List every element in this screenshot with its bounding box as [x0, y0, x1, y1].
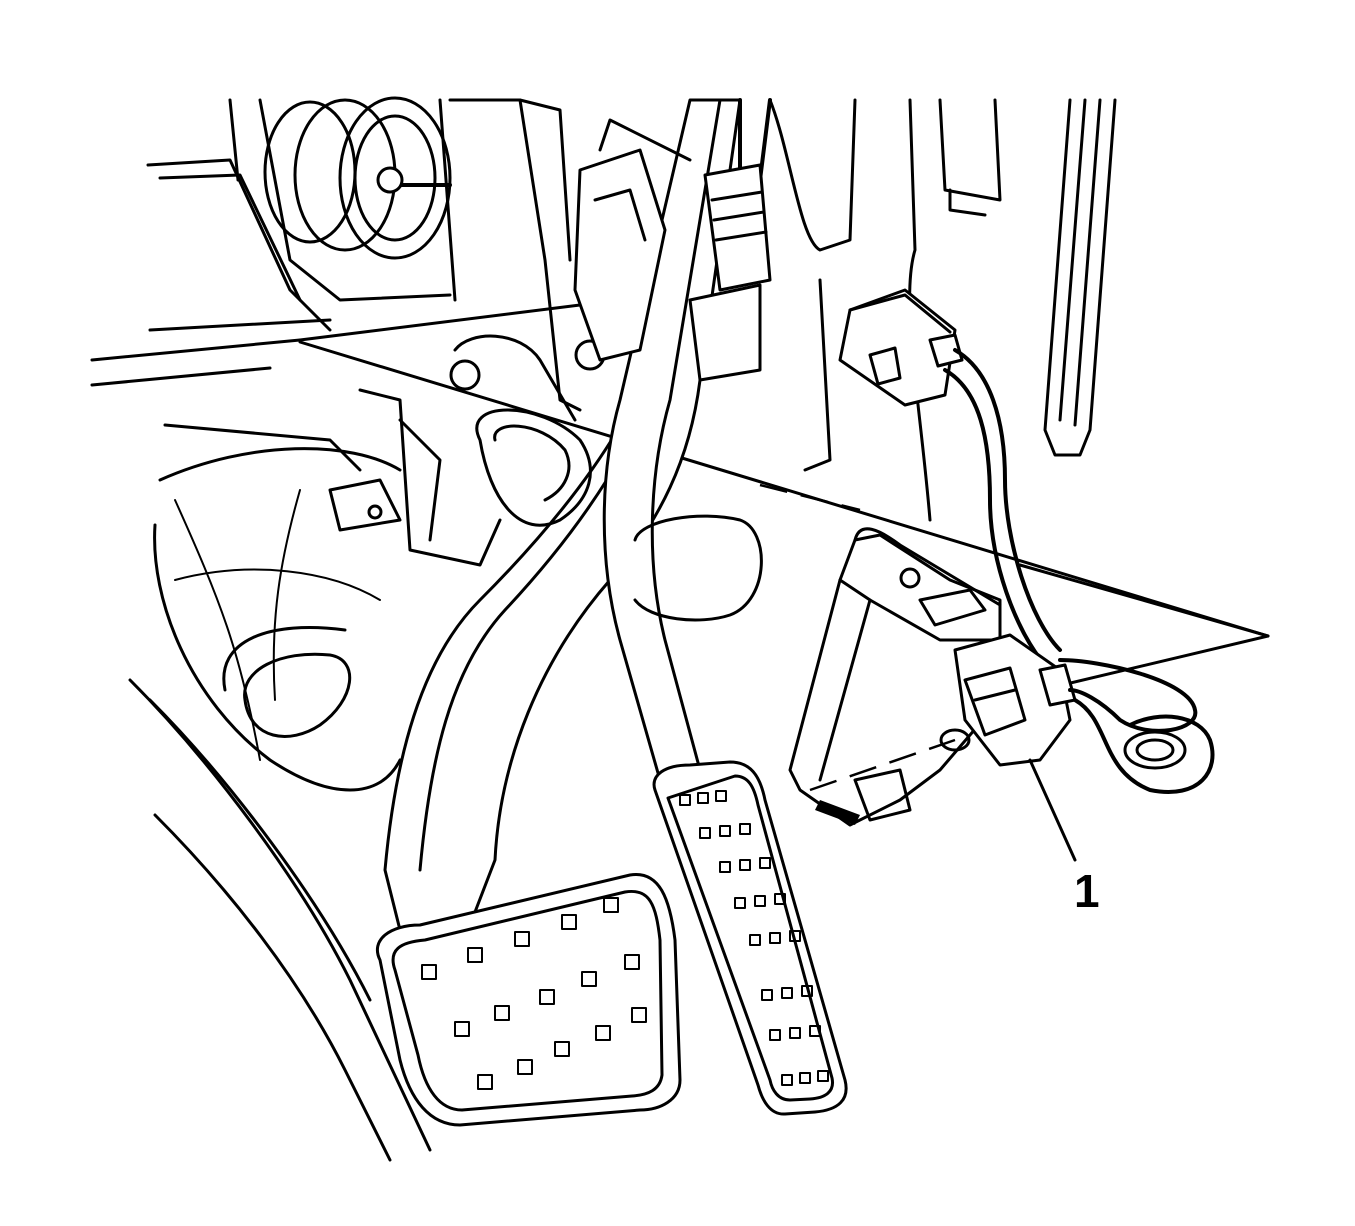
sensor-harness-connector	[838, 288, 1062, 667]
brake-pedal-pad	[376, 872, 682, 1127]
accelerator-pad-studs	[679, 790, 829, 1086]
callout-1-leader	[1028, 758, 1077, 862]
pedal-bracket	[328, 98, 606, 567]
brake-pad-studs	[421, 897, 647, 1090]
brake-pedal-position-sensor	[788, 527, 1215, 827]
callout-1-label: 1	[1074, 865, 1100, 917]
alignment-lines	[759, 483, 956, 792]
brake-booster	[146, 96, 457, 332]
floor-carpet	[128, 423, 432, 1162]
accelerator-pedal-pad	[652, 760, 848, 1116]
upper-harness	[573, 98, 857, 382]
